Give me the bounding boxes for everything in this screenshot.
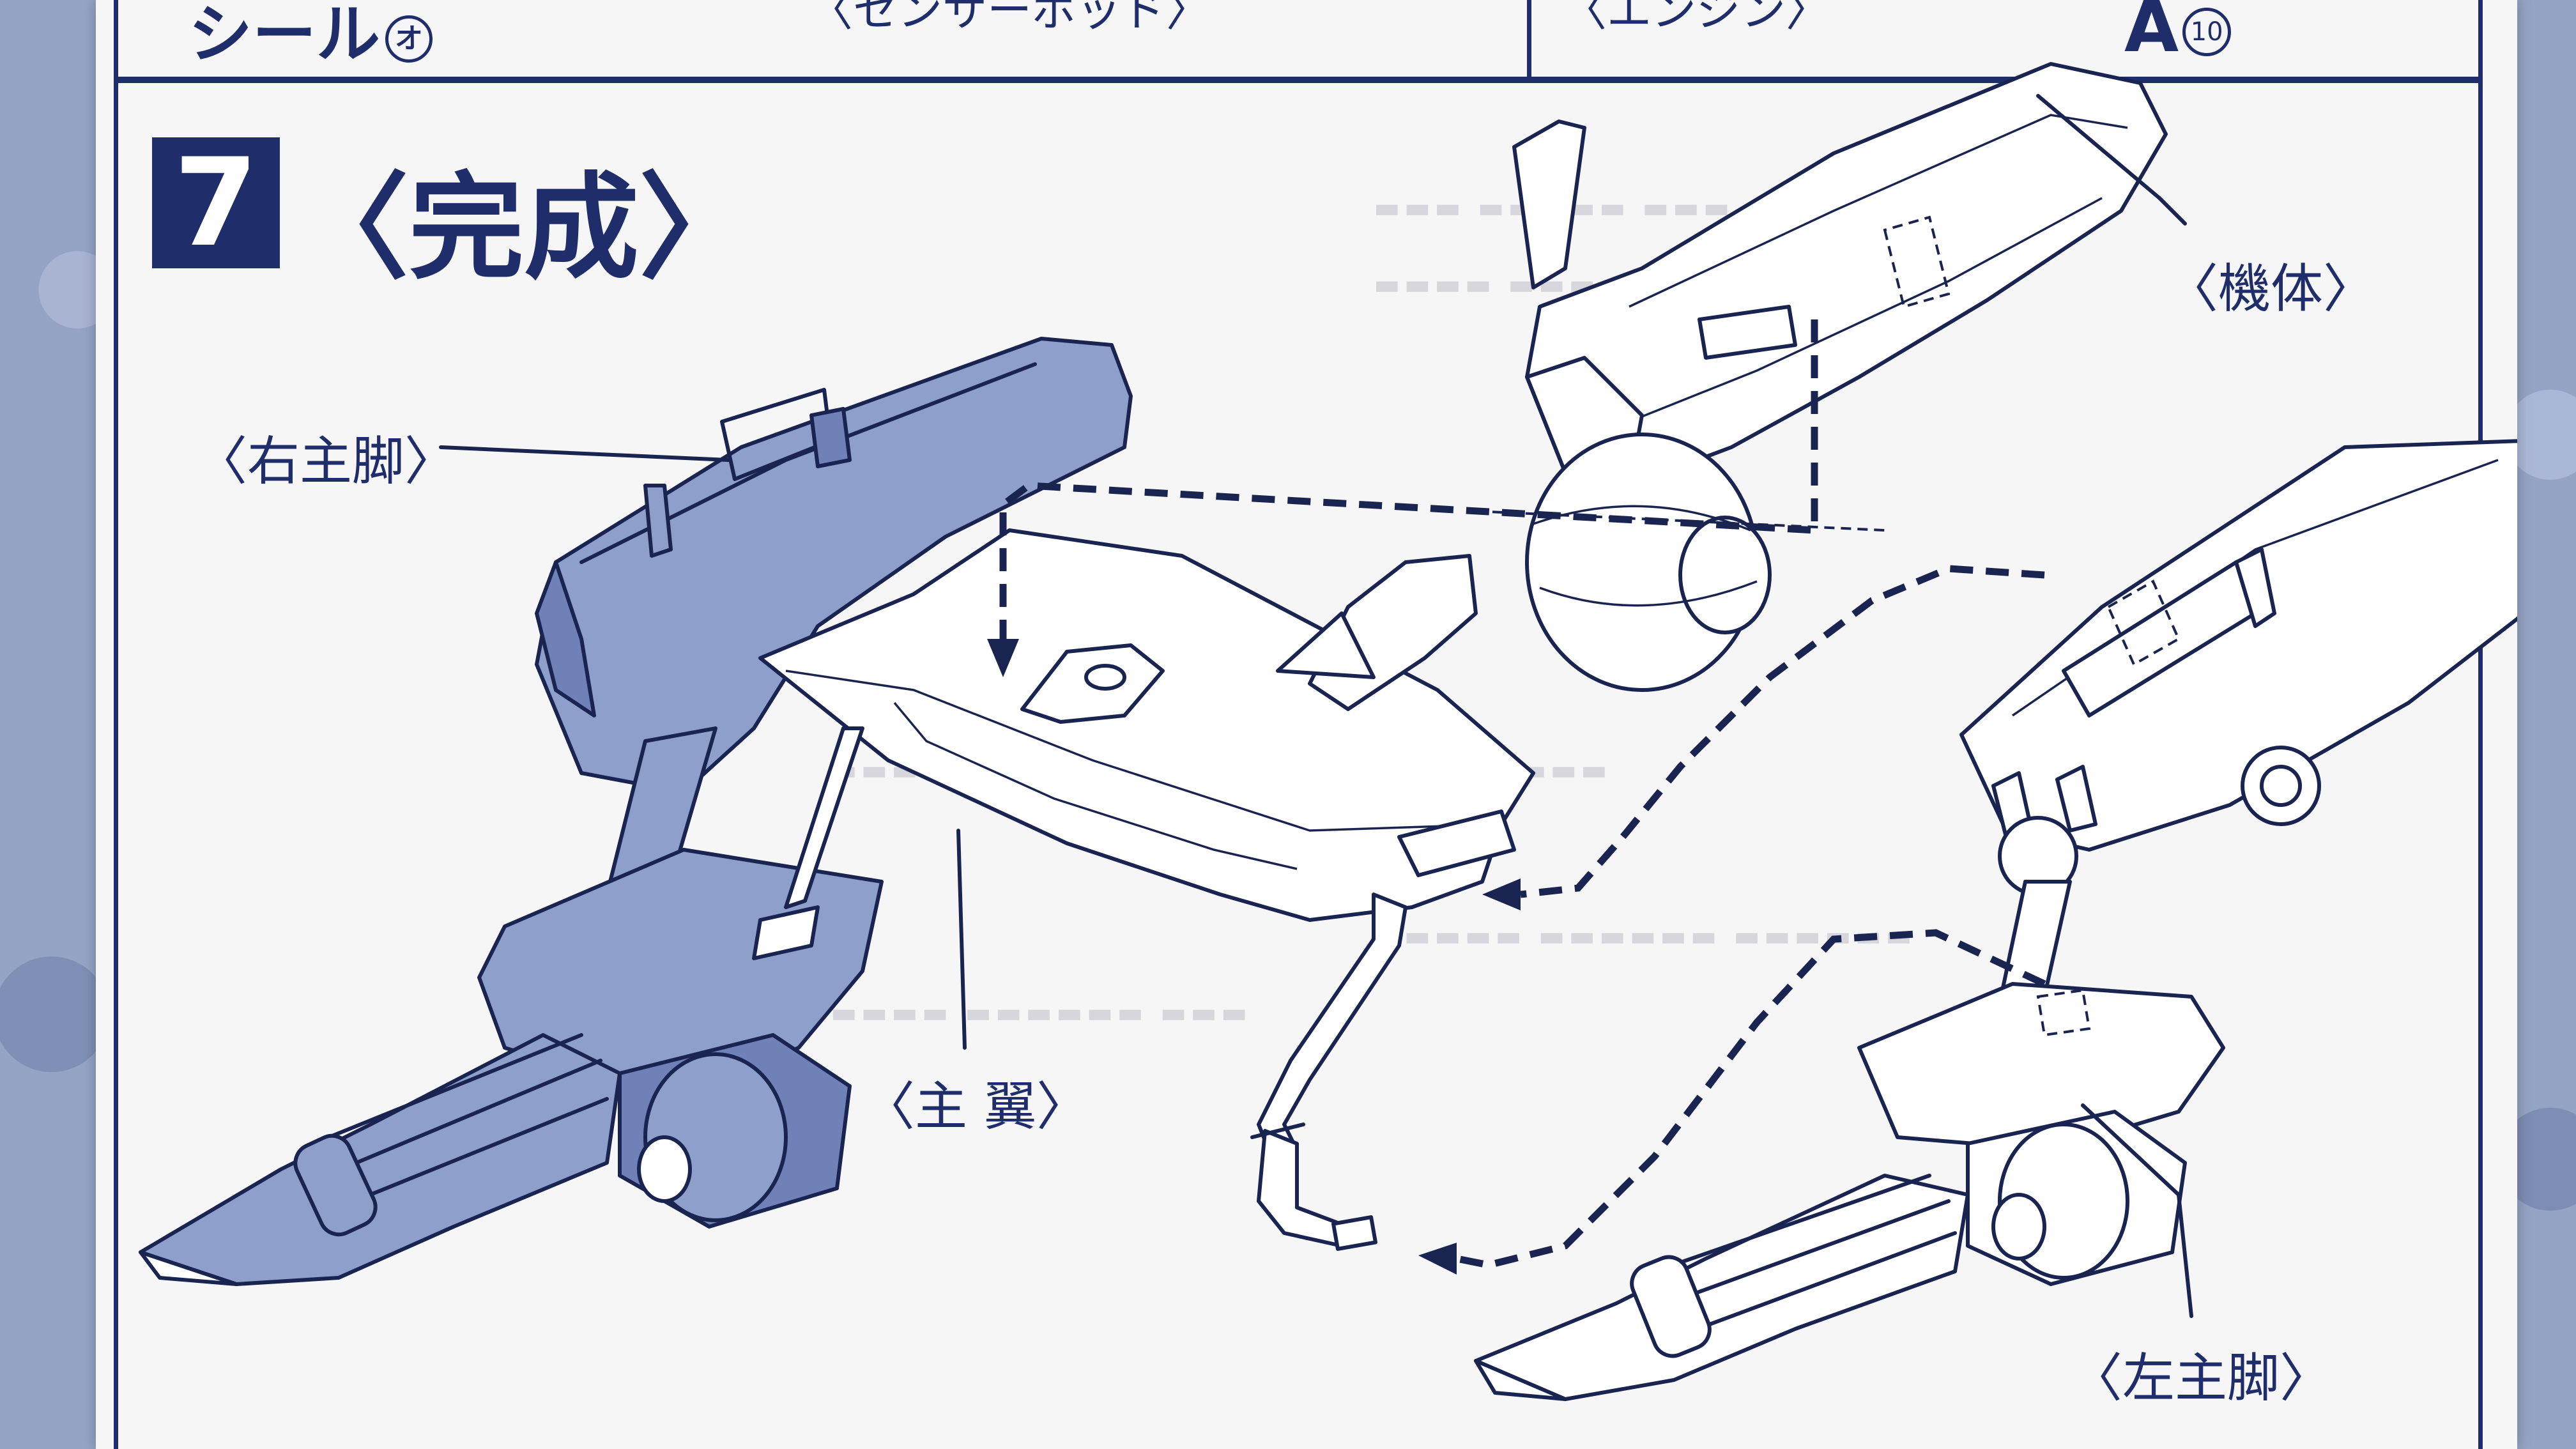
label-main-wing: 〈主 翼〉 <box>862 1077 1089 1137</box>
label-left-main-leg: 〈左主脚〉 <box>2070 1348 2333 1409</box>
arrow-head-wing-side <box>1482 878 1521 910</box>
show-through-text: ▬▬▬▬ ▬▬▬▬▬▬ ▬▬▬ <box>831 997 1252 1029</box>
arrow-head-wing-top <box>987 639 1019 677</box>
instruction-sheet: ▬▬▬ ▬▬▬▬▬ ▬▬▬ ▬▬▬▬▬▬ ▬▬▬ ▬▬▬▬ ▬▬▬ ▬▬▬▬▬▬… <box>96 0 2517 1449</box>
left-main-leg-part <box>1474 439 2517 1401</box>
label-right-main-leg: 〈右主脚〉 <box>195 431 457 492</box>
seal-label: シールオ <box>188 0 433 75</box>
top-cut-label-1: 〈センサーポッド〉 <box>808 0 1211 36</box>
right-main-leg-part <box>139 337 1133 1286</box>
assembly-diagram: .ink { fill: none; stroke: #1a2450; stro… <box>139 62 2517 1401</box>
arrow-head-strut <box>1418 1243 1457 1275</box>
body-part <box>1475 62 2168 692</box>
label-body: 〈機体〉 <box>2166 259 2376 319</box>
label-leaders <box>439 94 2193 1318</box>
assembly-guide-lines <box>987 319 2046 1275</box>
step-number-box: 7 <box>152 137 280 268</box>
main-wing-part <box>752 528 1535 1251</box>
step-frame <box>114 77 2483 1449</box>
top-cut-label-2: 〈エンジン〉 <box>1562 0 1830 36</box>
step-title: 〈完成〉 <box>294 162 755 295</box>
